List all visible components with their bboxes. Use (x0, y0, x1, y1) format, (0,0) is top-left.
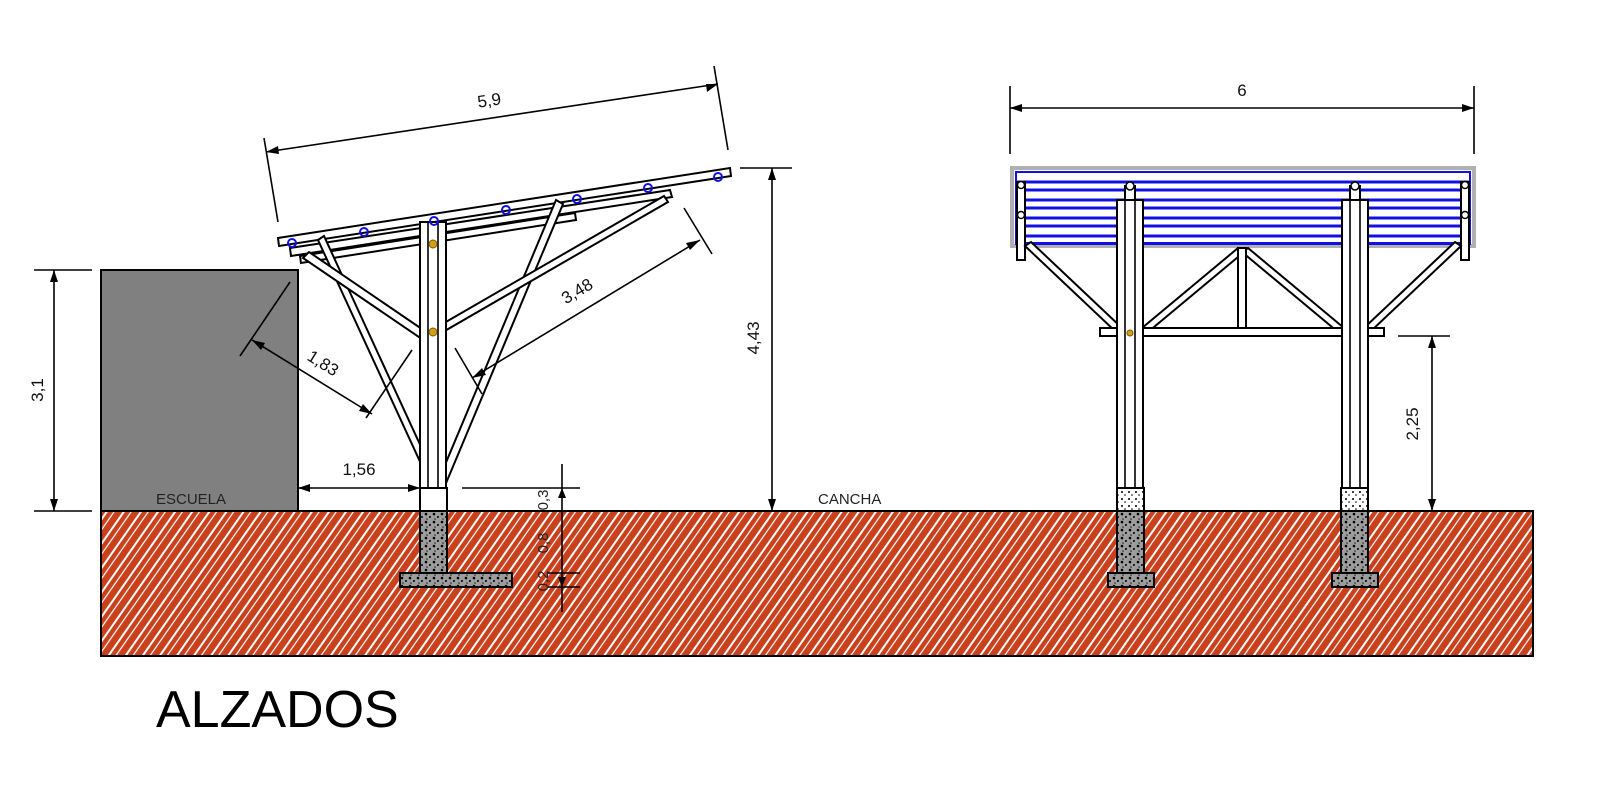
front-elevation-structure (1016, 180, 1470, 588)
drawing-title: ALZADOS (156, 681, 399, 739)
soil-section (100, 510, 1534, 657)
brace-short-dimension (239, 281, 413, 419)
footing-dimension (462, 464, 580, 612)
roof-length-value: 5,9 (476, 89, 502, 111)
total-height-value: 4,43 (744, 321, 763, 354)
setback-dimension (298, 484, 420, 492)
brace-length-dimension (454, 207, 713, 395)
purlin-markers (287, 172, 723, 248)
clear-height-value: 2,25 (1403, 407, 1422, 440)
footing-depth-value: 0,8 (535, 533, 552, 554)
wall-height-dimension (34, 269, 92, 512)
setback-value: 1,56 (342, 460, 375, 479)
roof-length-dimension (263, 65, 729, 223)
roof-width-value: 6 (1237, 81, 1246, 100)
school-wall (100, 269, 299, 512)
school-label: ESCUELA (156, 491, 226, 508)
court-label: CANCHA (818, 491, 881, 508)
wall-height-value: 3,1 (28, 378, 47, 402)
clear-height-dimension (1398, 335, 1450, 511)
solar-panel-array (1010, 166, 1476, 248)
roof-width-dimension (1009, 86, 1475, 154)
brace-length-value: 3,48 (558, 275, 596, 308)
footing-base-value: 0,2 (535, 571, 552, 592)
total-height-dimension (740, 167, 792, 511)
pedestal-value: 0,3 (535, 490, 552, 511)
